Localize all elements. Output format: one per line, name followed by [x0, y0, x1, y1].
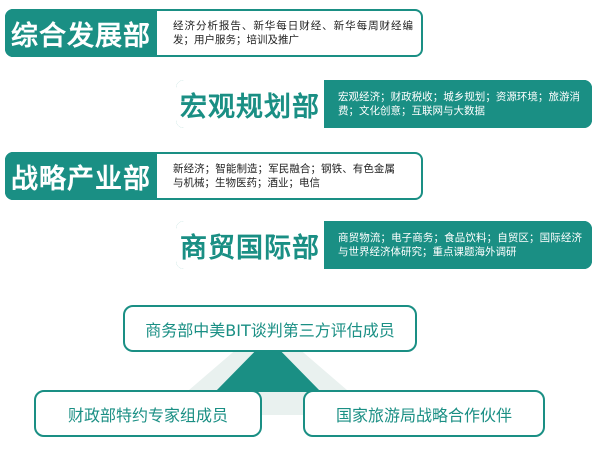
dept-name: 商贸国际部 [176, 221, 326, 269]
partner-right: 国家旅游局战略合作伙伴 [303, 390, 545, 437]
dept-card-macro: 宏观规划部 宏观经济；财政税收；城乡规划；资源环境；旅游消费；文化创意；互联网与… [176, 80, 592, 128]
dept-description: 新经济；智能制造；军民融合；钢铁、有色金属与机械；生物医药；酒业；电信 [173, 163, 395, 189]
dept-card-strategic: 战略产业部 新经济；智能制造；军民融合；钢铁、有色金属与机械；生物医药；酒业；电… [5, 152, 423, 200]
dept-name: 战略产业部 [5, 152, 157, 200]
partner-left: 财政部特约专家组成员 [34, 390, 262, 437]
dept-description-panel: 宏观经济；财政税收；城乡规划；资源环境；旅游消费；文化创意；互联网与大数据 [326, 80, 592, 128]
dept-name: 宏观规划部 [176, 80, 326, 128]
partner-top: 商务部中美BIT谈判第三方评估成员 [123, 305, 417, 352]
partner-left-label: 财政部特约专家组成员 [67, 405, 228, 425]
dept-name: 综合发展部 [5, 9, 157, 57]
triangle-dark-layer [215, 338, 321, 392]
dept-card-comprehensive: 综合发展部 经济分析报告、新华每日财经、新华每周财经编发；用户服务；培训及推广 [5, 9, 423, 57]
dept-description: 经济分析报告、新华每日财经、新华每周财经编发；用户服务；培训及推广 [173, 20, 413, 46]
partner-top-label: 商务部中美BIT谈判第三方评估成员 [145, 320, 395, 340]
dept-description: 宏观经济；财政税收；城乡规划；资源环境；旅游消费；文化创意；互联网与大数据 [338, 91, 580, 117]
dept-card-trade: 商贸国际部 商贸物流；电子商务；食品饮料；自贸区；国际经济与世界经济体研究；重点… [176, 221, 592, 269]
dept-description: 商贸物流；电子商务；食品饮料；自贸区；国际经济与世界经济体研究；重点课题海外调研 [338, 232, 582, 258]
partner-right-label: 国家旅游局战略合作伙伴 [335, 405, 512, 425]
dept-description-panel: 商贸物流；电子商务；食品饮料；自贸区；国际经济与世界经济体研究；重点课题海外调研 [326, 221, 592, 269]
